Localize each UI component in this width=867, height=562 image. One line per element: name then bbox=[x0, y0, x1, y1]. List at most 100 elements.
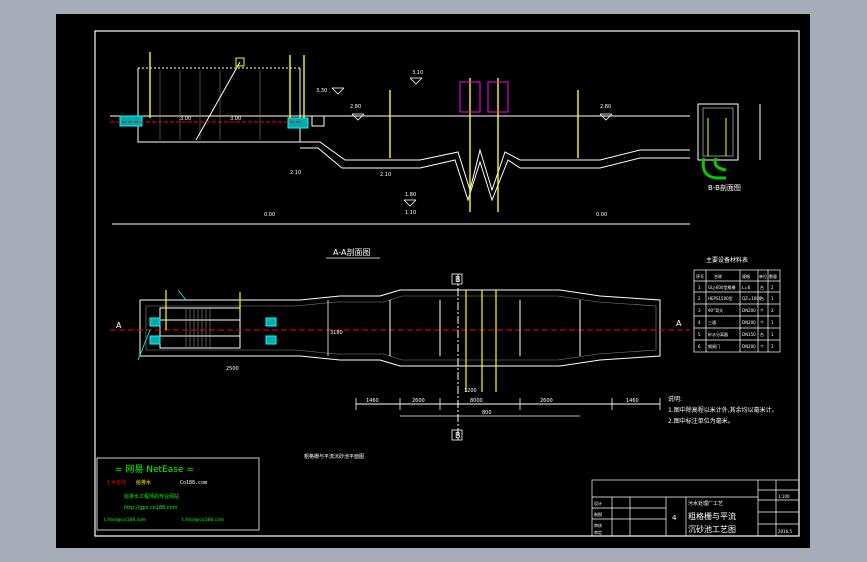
svg-text:个: 个 bbox=[760, 344, 764, 349]
svg-text:审定: 审定 bbox=[594, 529, 602, 535]
svg-text:个: 个 bbox=[760, 320, 764, 325]
marker-b-bottom: B bbox=[455, 431, 461, 440]
svg-text:5: 5 bbox=[698, 332, 701, 337]
svg-text:DN150: DN150 bbox=[742, 332, 756, 337]
watermark-slogan: 给排水工程师的专业网站 bbox=[124, 493, 179, 500]
watermark-channel: 给排水 bbox=[136, 479, 151, 486]
svg-text:3: 3 bbox=[698, 308, 701, 313]
svg-text:2.10: 2.10 bbox=[380, 172, 391, 178]
section-b-b-title: B-B剖面图 bbox=[708, 183, 741, 192]
svg-text:4: 4 bbox=[698, 320, 701, 325]
svg-text:8000: 8000 bbox=[470, 398, 483, 404]
svg-text:台: 台 bbox=[760, 331, 764, 337]
svg-text:制图: 制图 bbox=[594, 511, 602, 517]
marker-a-right: A bbox=[676, 319, 682, 328]
svg-text:1200: 1200 bbox=[464, 388, 477, 394]
section-markers: A A B B bbox=[116, 275, 682, 440]
title-block bbox=[591, 479, 800, 537]
svg-text:1.80: 1.80 bbox=[405, 192, 416, 198]
watermark-domain: Co188.com bbox=[180, 480, 207, 486]
svg-text:2600: 2600 bbox=[412, 398, 425, 404]
svg-text:1460: 1460 bbox=[626, 398, 639, 404]
notes-title: 说明: bbox=[668, 395, 682, 403]
svg-text:台: 台 bbox=[760, 295, 764, 301]
svg-text:1: 1 bbox=[771, 320, 774, 325]
svg-text:QZ=1000: QZ=1000 bbox=[742, 296, 762, 301]
svg-text:2: 2 bbox=[698, 296, 701, 301]
svg-text:3.00: 3.00 bbox=[180, 116, 191, 122]
svg-text:DN200: DN200 bbox=[742, 344, 756, 349]
svg-text:6: 6 bbox=[698, 344, 701, 349]
plan-dimensions: 1460 2600 8000 2600 1460 800 1200 2500 3… bbox=[226, 330, 639, 416]
svg-text:2.10: 2.10 bbox=[290, 170, 301, 176]
plan-view bbox=[110, 274, 690, 440]
svg-text:0.00: 0.00 bbox=[264, 212, 275, 218]
watermark-email-2: t.fdsd@co188.com bbox=[182, 517, 224, 523]
section-a-a bbox=[110, 52, 690, 225]
th-name: 名称 bbox=[714, 273, 722, 279]
watermark-title: = 网易 NetEase = bbox=[115, 464, 194, 475]
marker-b-top: B bbox=[455, 275, 461, 284]
watermark-url: http://gps.co188.com bbox=[124, 505, 178, 511]
svg-text:2.80: 2.80 bbox=[350, 104, 361, 110]
svg-text:GLJ-600型格栅: GLJ-600型格栅 bbox=[708, 284, 735, 290]
svg-text:800: 800 bbox=[482, 410, 492, 416]
watermark-site: 土木在线 bbox=[106, 479, 126, 486]
marker-a-left: A bbox=[116, 321, 122, 330]
notes-line-2: 2.图中标注单位为毫米。 bbox=[668, 417, 734, 425]
svg-text:HEPS1500型: HEPS1500型 bbox=[708, 295, 733, 301]
equipment-table bbox=[693, 269, 781, 353]
svg-text:2600: 2600 bbox=[540, 398, 553, 404]
svg-text:1: 1 bbox=[771, 332, 774, 337]
th-spec: 规格 bbox=[742, 273, 750, 279]
sheet-number: 4 bbox=[672, 514, 677, 522]
date: 2016.5 bbox=[778, 529, 792, 534]
svg-text:3.30: 3.30 bbox=[316, 88, 327, 94]
svg-text:2: 2 bbox=[771, 285, 774, 290]
svg-text:2: 2 bbox=[771, 308, 774, 313]
drawing-name-line-2: 沉砂池工艺图 bbox=[688, 524, 736, 534]
netease-watermark: = 网易 NetEase = 土木在线 给排水 Co188.com 给排水工程师… bbox=[96, 457, 260, 531]
svg-text:审核: 审核 bbox=[594, 522, 602, 528]
notes: 说明: 1.图中除高程以米计外,其余均以毫米计。 2.图中标注单位为毫米。 bbox=[668, 395, 778, 425]
svg-text:2: 2 bbox=[771, 344, 774, 349]
watermark-email-1: t.fdsd@co188.com bbox=[104, 517, 146, 523]
plan-caption: 粗格栅与平流沉砂池平面图 bbox=[304, 453, 364, 460]
section-annotations: 3.30 2.80 3.10 2.80 2.10 2.10 1.80 1.10 0.00… bbox=[180, 70, 611, 218]
svg-text:设计: 设计 bbox=[594, 500, 602, 506]
svg-text:1: 1 bbox=[698, 285, 701, 290]
svg-text:3.10: 3.10 bbox=[412, 70, 423, 76]
svg-text:1460: 1460 bbox=[366, 398, 379, 404]
svg-text:3.00: 3.00 bbox=[230, 116, 241, 122]
svg-text:1: 1 bbox=[771, 296, 774, 301]
th-no: 序号 bbox=[696, 273, 704, 279]
svg-text:台: 台 bbox=[760, 284, 764, 290]
svg-text:个: 个 bbox=[760, 308, 764, 313]
svg-text:DN200: DN200 bbox=[742, 320, 756, 325]
svg-text:L=6: L=6 bbox=[742, 285, 751, 290]
drawing-border bbox=[94, 30, 800, 537]
svg-text:砂水分离器: 砂水分离器 bbox=[708, 331, 728, 337]
svg-text:2.80: 2.80 bbox=[600, 104, 611, 110]
th-qty: 数量 bbox=[769, 273, 777, 279]
title-block-text: 污水处理厂工艺 粗格栅与平流 沉砂池工艺图 4 1:100 2016.5 设计 … bbox=[594, 494, 792, 535]
equipment-table-cells: 序号 名称 规格 单位 数量 1 GLJ-600型格栅 L=6 台 2 2 HE… bbox=[696, 273, 777, 349]
notes-line-1: 1.图中除高程以米计外,其余均以毫米计。 bbox=[668, 406, 778, 414]
svg-text:2500: 2500 bbox=[226, 366, 239, 372]
svg-text:钢闸门: 钢闸门 bbox=[708, 343, 720, 349]
svg-text:3180: 3180 bbox=[330, 330, 343, 336]
svg-text:90°弯头: 90°弯头 bbox=[708, 307, 723, 313]
svg-text:1.10: 1.10 bbox=[405, 210, 416, 216]
scale: 1:100 bbox=[778, 494, 790, 499]
drawing-name-line-1: 粗格栅与平流 bbox=[688, 511, 736, 521]
section-marker-boxes bbox=[451, 273, 463, 441]
svg-text:DN200: DN200 bbox=[742, 308, 756, 313]
section-a-a-title: A-A剖面图 bbox=[333, 247, 370, 257]
project-name: 污水处理厂工艺 bbox=[688, 500, 723, 507]
svg-text:三通: 三通 bbox=[708, 319, 716, 325]
svg-text:0.00: 0.00 bbox=[596, 212, 607, 218]
section-b-b bbox=[697, 103, 761, 180]
equipment-table-title: 主要设备材料表 bbox=[706, 256, 748, 264]
th-unit: 单位 bbox=[759, 273, 767, 279]
